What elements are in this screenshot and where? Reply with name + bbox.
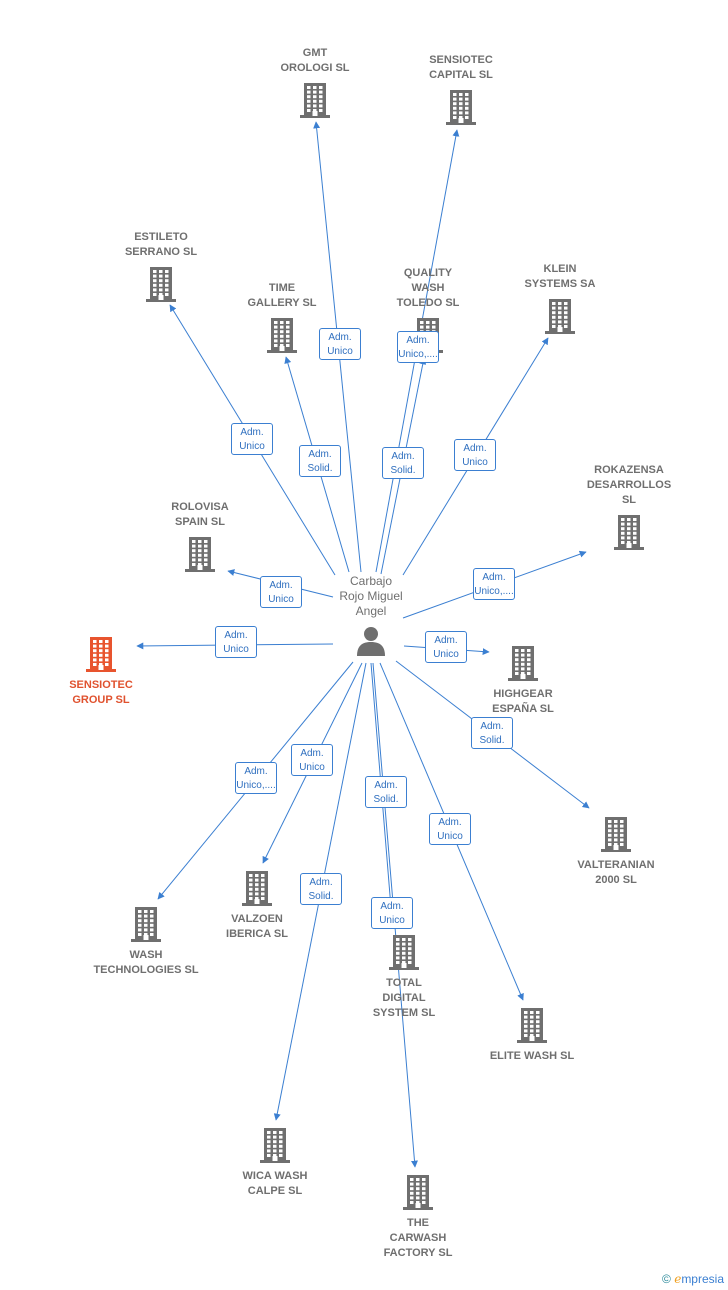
company-name: THE CARWASH FACTORY SL bbox=[383, 1217, 453, 1259]
company-node-gmt[interactable]: GMT OROLOGI SL bbox=[245, 46, 385, 118]
building-icon bbox=[391, 89, 531, 125]
company-node-sensiotec-capital[interactable]: SENSIOTEC CAPITAL SL bbox=[391, 53, 531, 125]
building-icon bbox=[205, 1127, 345, 1163]
relation-label-wica-wash[interactable]: Adm. Solid. bbox=[300, 873, 342, 905]
building-icon bbox=[334, 934, 474, 970]
building-icon bbox=[348, 1174, 488, 1210]
company-name: WASH TECHNOLOGIES SL bbox=[93, 949, 199, 976]
relation-label-rolovisa[interactable]: Adm. Unico bbox=[260, 576, 302, 608]
brand-logo-initial: e bbox=[674, 1272, 682, 1286]
copyright-symbol: © bbox=[662, 1272, 671, 1286]
company-name: VALTERANIAN 2000 SL bbox=[577, 859, 655, 886]
company-name: GMT OROLOGI SL bbox=[280, 47, 350, 74]
relation-label-quality-wash[interactable]: Adm. Solid. bbox=[382, 447, 424, 479]
company-name: TIME GALLERY SL bbox=[247, 282, 317, 309]
person-icon bbox=[311, 625, 431, 657]
relation-label-rokazensa[interactable]: Adm. Unico,.... bbox=[473, 568, 515, 600]
building-icon bbox=[31, 636, 171, 672]
company-name: ROKAZENSA DESARROLLOS SL bbox=[586, 464, 672, 506]
company-node-sensiotec-group[interactable]: SENSIOTEC GROUP SL bbox=[31, 636, 171, 708]
company-name: ESTILETO SERRANO SL bbox=[124, 231, 198, 258]
building-icon bbox=[187, 870, 327, 906]
relation-label-gmt[interactable]: Adm. Unico bbox=[319, 328, 361, 360]
company-node-elite-wash[interactable]: ELITE WASH SL bbox=[462, 1007, 602, 1064]
relation-label-sensiotec-capital[interactable]: Adm. Unico,.... bbox=[397, 331, 439, 363]
company-node-valzoen[interactable]: VALZOEN IBERICA SL bbox=[187, 870, 327, 942]
company-node-wash-tech[interactable]: WASH TECHNOLOGIES SL bbox=[76, 906, 216, 978]
company-name: TOTAL DIGITAL SYSTEM SL bbox=[372, 977, 436, 1019]
company-name: WICA WASH CALPE SL bbox=[242, 1170, 308, 1197]
company-node-rolovisa[interactable]: ROLOVISA SPAIN SL bbox=[130, 500, 270, 572]
relation-label-estileto[interactable]: Adm. Unico bbox=[231, 423, 273, 455]
person-name: Carbajo Rojo Miguel Angel bbox=[339, 574, 403, 618]
building-icon bbox=[453, 645, 593, 681]
company-name: VALZOEN IBERICA SL bbox=[226, 913, 288, 940]
company-node-total-digital[interactable]: TOTAL DIGITAL SYSTEM SL bbox=[334, 934, 474, 1021]
relation-label-total-digital[interactable]: Adm. Solid. bbox=[365, 776, 407, 808]
company-node-carwash-factory[interactable]: THE CARWASH FACTORY SL bbox=[348, 1174, 488, 1261]
company-name: KLEIN SYSTEMS SA bbox=[524, 263, 596, 290]
company-node-valteranian[interactable]: VALTERANIAN 2000 SL bbox=[546, 816, 686, 888]
company-name: ELITE WASH SL bbox=[489, 1050, 575, 1062]
company-name: SENSIOTEC CAPITAL SL bbox=[429, 54, 493, 81]
relation-label-elite-wash[interactable]: Adm. Unico bbox=[429, 813, 471, 845]
copyright-footer[interactable]: © empresia bbox=[662, 1272, 724, 1286]
building-icon bbox=[245, 82, 385, 118]
building-icon bbox=[212, 317, 352, 353]
person-node[interactable]: Carbajo Rojo Miguel Angel bbox=[311, 574, 431, 657]
relation-label-wash-tech[interactable]: Adm. Unico,.... bbox=[235, 762, 277, 794]
building-icon bbox=[130, 536, 270, 572]
company-name: ROLOVISA SPAIN SL bbox=[171, 501, 229, 528]
relation-label-klein[interactable]: Adm. Unico bbox=[454, 439, 496, 471]
building-icon bbox=[462, 1007, 602, 1043]
building-icon bbox=[76, 906, 216, 942]
building-icon bbox=[91, 266, 231, 302]
company-node-klein[interactable]: KLEIN SYSTEMS SA bbox=[490, 262, 630, 334]
company-name: SENSIOTEC GROUP SL bbox=[69, 679, 133, 706]
building-icon bbox=[559, 514, 699, 550]
company-node-time-gallery[interactable]: TIME GALLERY SL bbox=[212, 281, 352, 353]
company-node-highgear[interactable]: HIGHGEAR ESPAÑA SL bbox=[453, 645, 593, 717]
building-icon bbox=[490, 298, 630, 334]
company-node-estileto[interactable]: ESTILETO SERRANO SL bbox=[91, 230, 231, 302]
company-node-wica-wash[interactable]: WICA WASH CALPE SL bbox=[205, 1127, 345, 1199]
brand-logo-text: mpresia bbox=[681, 1272, 724, 1286]
relation-label-highgear[interactable]: Adm. Unico bbox=[425, 631, 467, 663]
building-icon bbox=[546, 816, 686, 852]
relation-label-time-gallery[interactable]: Adm. Solid. bbox=[299, 445, 341, 477]
relation-label-valteranian[interactable]: Adm. Solid. bbox=[471, 717, 513, 749]
company-name: QUALITY WASH TOLEDO SL bbox=[396, 267, 460, 309]
relation-label-carwash-factory[interactable]: Adm. Unico bbox=[371, 897, 413, 929]
relation-label-valzoen[interactable]: Adm. Unico bbox=[291, 744, 333, 776]
company-node-rokazensa[interactable]: ROKAZENSA DESARROLLOS SL bbox=[559, 463, 699, 550]
company-name: HIGHGEAR ESPAÑA SL bbox=[492, 688, 554, 715]
relation-label-sensiotec-group[interactable]: Adm. Unico bbox=[215, 626, 257, 658]
